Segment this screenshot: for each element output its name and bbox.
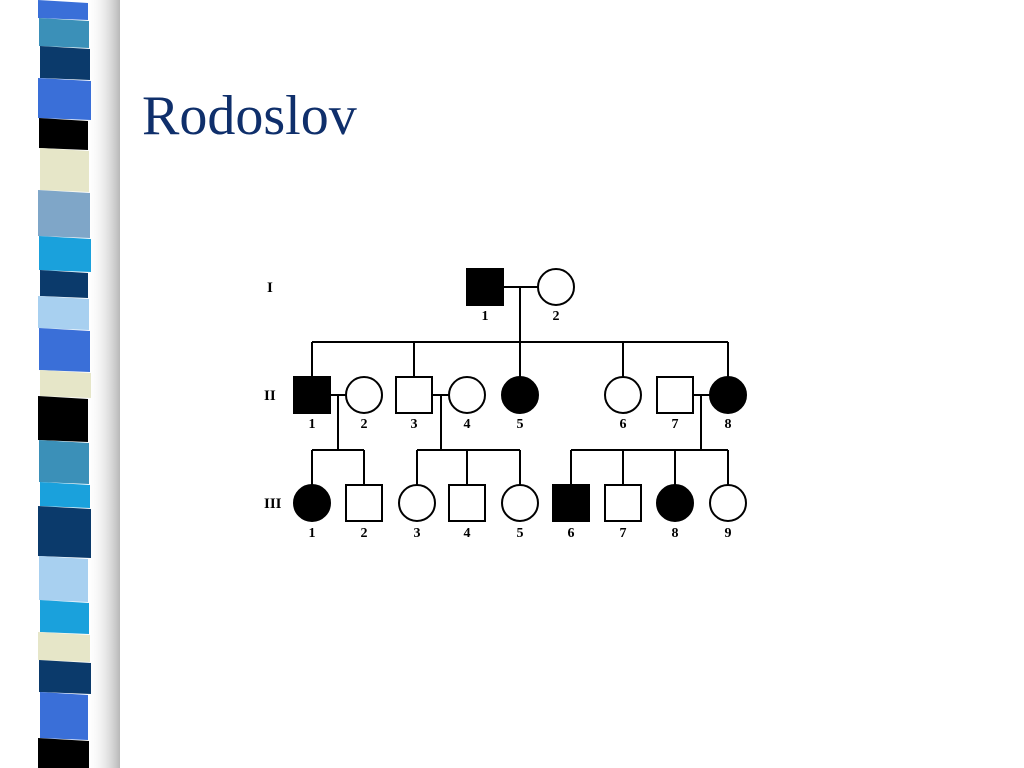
unaffected-male-square xyxy=(395,376,433,414)
stripe-band xyxy=(38,0,88,20)
affected-female-circle xyxy=(709,376,747,414)
unaffected-female-circle xyxy=(345,376,383,414)
individual-number: 7 xyxy=(672,417,679,432)
stripe-band xyxy=(40,600,89,634)
unaffected-male-square xyxy=(448,484,486,522)
stripe-band xyxy=(40,370,91,398)
individual-number: 2 xyxy=(361,526,368,541)
stripe-band xyxy=(40,148,89,192)
unaffected-female-circle xyxy=(709,484,747,522)
stripe-band xyxy=(39,556,88,602)
stripe-band xyxy=(38,506,91,558)
stripe-band xyxy=(38,78,91,120)
individual-number: 6 xyxy=(568,526,575,541)
individual-number: 7 xyxy=(620,526,627,541)
stripe-band xyxy=(38,296,89,330)
stripe-band xyxy=(39,18,89,48)
affected-male-square xyxy=(466,268,504,306)
individual-number: 2 xyxy=(553,309,560,324)
slide-title: Rodoslov xyxy=(142,85,357,147)
unaffected-male-square xyxy=(656,376,694,414)
stripe-shadow xyxy=(86,0,120,768)
individual-number: 3 xyxy=(414,526,421,541)
stripe-band xyxy=(38,190,90,238)
individual-number: 1 xyxy=(309,526,316,541)
stripe-band xyxy=(40,46,90,80)
stripe-band xyxy=(38,632,90,662)
stripe-band xyxy=(38,738,89,768)
generation-label: I xyxy=(267,280,273,296)
individual-number: 8 xyxy=(725,417,732,432)
unaffected-female-circle xyxy=(448,376,486,414)
decorative-stripe-bar xyxy=(38,0,120,768)
generation-label: III xyxy=(264,496,282,512)
affected-male-square xyxy=(552,484,590,522)
affected-female-circle xyxy=(293,484,331,522)
individual-number: 5 xyxy=(517,417,524,432)
individual-number: 2 xyxy=(361,417,368,432)
individual-number: 6 xyxy=(620,417,627,432)
unaffected-female-circle xyxy=(604,376,642,414)
affected-female-circle xyxy=(501,376,539,414)
affected-male-square xyxy=(293,376,331,414)
stripe-band xyxy=(39,328,90,372)
affected-female-circle xyxy=(656,484,694,522)
individual-number: 9 xyxy=(725,526,732,541)
stripe-band xyxy=(40,270,88,298)
individual-number: 5 xyxy=(517,526,524,541)
unaffected-female-circle xyxy=(398,484,436,522)
stripe-band xyxy=(39,236,91,272)
stripe-band xyxy=(39,440,89,484)
individual-number: 1 xyxy=(309,417,316,432)
stripe-band xyxy=(39,118,88,150)
generation-label: II xyxy=(264,388,276,404)
unaffected-male-square xyxy=(604,484,642,522)
stripe-band xyxy=(40,482,90,508)
individual-number: 8 xyxy=(672,526,679,541)
stripe-band xyxy=(40,692,88,740)
stripe-band xyxy=(39,660,91,694)
unaffected-male-square xyxy=(345,484,383,522)
individual-number: 1 xyxy=(482,309,489,324)
individual-number: 3 xyxy=(411,417,418,432)
individual-number: 4 xyxy=(464,417,471,432)
unaffected-female-circle xyxy=(537,268,575,306)
individual-number: 4 xyxy=(464,526,471,541)
stripe-band xyxy=(38,396,88,442)
unaffected-female-circle xyxy=(501,484,539,522)
